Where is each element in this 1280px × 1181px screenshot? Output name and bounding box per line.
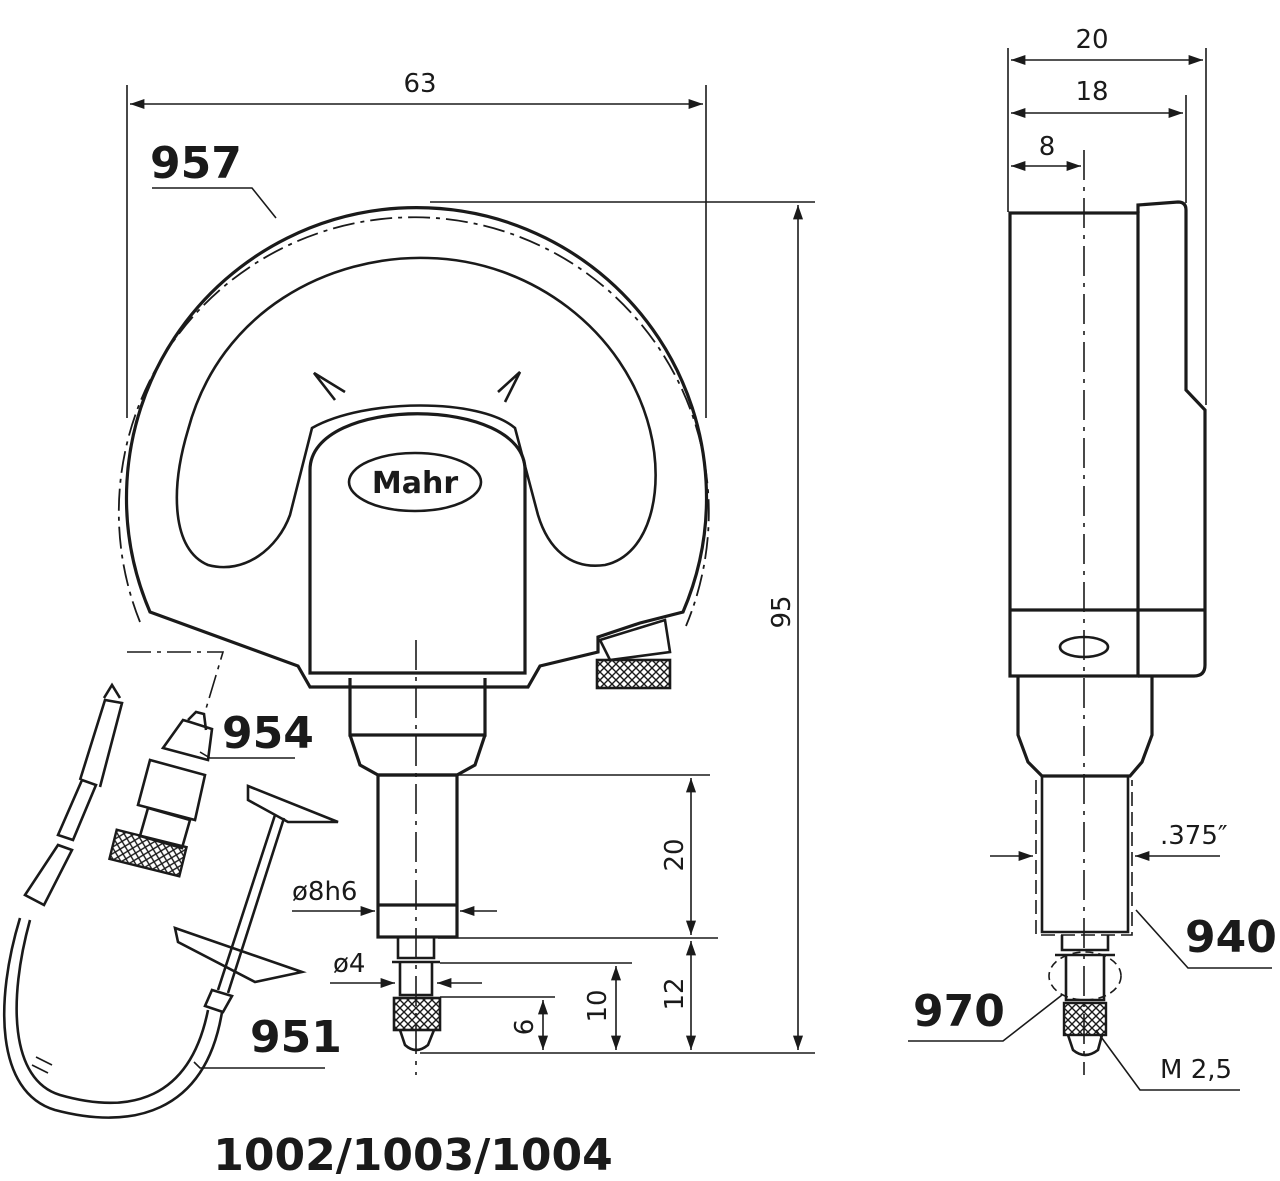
adjust-bracket — [598, 618, 672, 662]
stem — [376, 773, 459, 939]
neck — [348, 678, 487, 737]
logo-ellipse — [347, 451, 483, 513]
gauge-housing — [124, 206, 709, 689]
leader-951 — [193, 1061, 325, 1069]
dim-thread: M 2,5 — [1160, 1055, 1232, 1085]
ref-970: 970 — [913, 986, 1005, 1037]
dial-window — [175, 256, 657, 569]
leader-957 — [152, 187, 277, 219]
dim-stem-length: 20 — [660, 838, 690, 871]
dim-contact-length: 6 — [510, 1019, 540, 1036]
bezel-tab-left — [312, 371, 346, 401]
side-bezel — [1136, 200, 1207, 678]
dim-stem-diameter: ø8h6 — [292, 877, 357, 907]
ref-951: 951 — [250, 1012, 342, 1063]
side-tip — [1055, 935, 1115, 1002]
side-tip-970 — [1048, 951, 1122, 1001]
dim-tip-diameter: ø4 — [333, 949, 365, 979]
brand-logo: Mahr — [372, 466, 458, 501]
side-view — [1008, 150, 1207, 1075]
ref-940: 940 — [1185, 912, 1277, 963]
contact-knurl — [392, 996, 442, 1032]
side-housing — [1008, 211, 1140, 678]
leader-970 — [908, 994, 1063, 1042]
bezel-tab-right — [497, 371, 522, 403]
adjust-knob — [595, 658, 672, 690]
leader-954 — [199, 751, 295, 759]
dim-side-depth-inner: 18 — [1075, 77, 1108, 107]
center-boss — [308, 412, 527, 675]
side-contact-ball — [1066, 1034, 1104, 1057]
side-stem — [1040, 776, 1130, 934]
cover-outline-957 — [117, 216, 710, 627]
model-numbers: 1002/1003/1004 — [213, 1130, 613, 1181]
dim-overall-width: 63 — [403, 69, 436, 99]
ref-954: 954 — [222, 708, 314, 759]
dim-stem-inch: .375″ — [1160, 821, 1228, 851]
dim-side-depth: 20 — [1075, 25, 1108, 55]
dim-tip-sub-length: 10 — [583, 989, 613, 1022]
side-contact-knurl — [1062, 1001, 1108, 1037]
side-collar — [1016, 676, 1154, 778]
accessory-951 — [2, 682, 339, 1119]
leader-940 — [1135, 909, 1272, 969]
front-view — [117, 206, 710, 1075]
ref-957: 957 — [150, 138, 242, 189]
accessories — [2, 651, 339, 1119]
dimension-lines — [126, 48, 1272, 1091]
dim-overall-height: 95 — [767, 595, 797, 628]
dim-side-axis-offset: 8 — [1039, 132, 1056, 162]
leader-thread — [1095, 1029, 1240, 1091]
dim-tip-length: 12 — [660, 977, 690, 1010]
contact-ball — [398, 1029, 436, 1052]
accessory-954 — [107, 651, 225, 878]
collar — [348, 734, 487, 777]
